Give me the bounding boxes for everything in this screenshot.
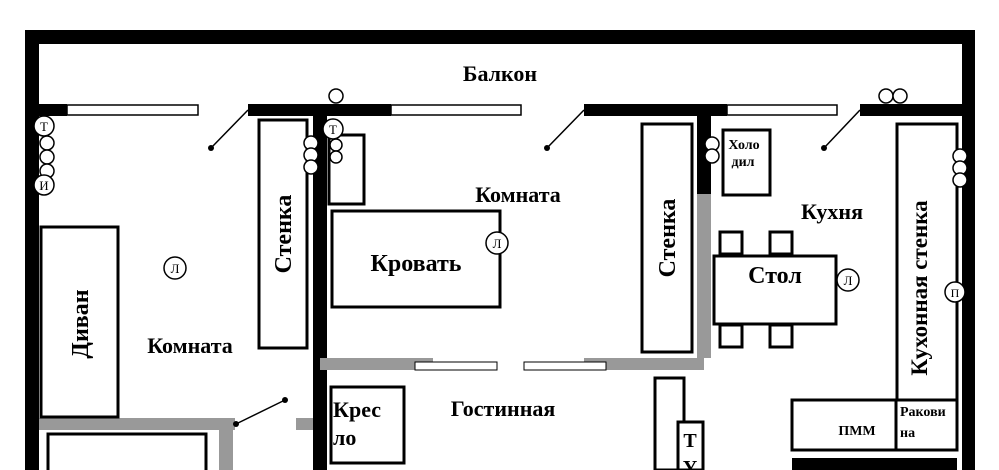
kitchen-unit [895, 122, 959, 402]
sockets [39, 88, 968, 188]
armchair-label-line2: ло [333, 425, 356, 450]
tv [676, 420, 705, 470]
outer-wall-right [962, 30, 975, 470]
armchair [329, 385, 406, 465]
kitchen-unit-label: Кухонная стенка [907, 200, 932, 376]
bed-label: Кровать [371, 251, 462, 277]
lamp-label: Л [493, 236, 502, 251]
door-opening-2 [523, 361, 607, 371]
tv-socket-icon [33, 115, 55, 137]
gray-partitions [39, 358, 704, 470]
tv-label-line2: У [683, 457, 698, 470]
room-label-kitchen: Кухня [801, 199, 863, 224]
tv-label-line1: Т [683, 430, 697, 452]
fridge [721, 128, 772, 197]
lamp-icon [485, 231, 509, 255]
room-label-center: Комната [475, 182, 561, 207]
sofa [39, 225, 120, 419]
internet-socket-icon [33, 174, 55, 196]
sofa-label: Диван [68, 289, 94, 358]
room-label-left: Комната [147, 333, 233, 358]
kitchen-bottom-wall [792, 458, 957, 470]
fridge-label-line2: дил [731, 155, 754, 170]
bed [330, 209, 502, 309]
lamp-label: Л [171, 261, 180, 276]
wall-left-room-divider [313, 116, 327, 470]
lamp-label: Л [844, 273, 853, 288]
internet-socket-label: И [39, 178, 48, 193]
outer-wall-top [25, 30, 975, 44]
room-label-living: Гостинная [451, 396, 556, 421]
p-socket-label: П [951, 286, 960, 300]
tv-socket-icon [322, 118, 344, 140]
lamp-icon [836, 268, 860, 292]
room-label-balcony: Балкон [463, 61, 537, 86]
wall-unit-left [257, 118, 309, 350]
sink-label-line1: Ракови [900, 405, 946, 420]
wall-kitchen-divider-top [697, 116, 711, 194]
table-label: Стол [748, 263, 802, 289]
bottom-left-furniture [46, 432, 208, 470]
fridge-label-line1: Холо [728, 138, 759, 153]
window-1 [66, 104, 199, 116]
outer-wall-left [25, 30, 39, 470]
window-2 [390, 104, 522, 116]
armchair-label-line1: Крес [333, 397, 381, 422]
table [712, 254, 838, 326]
dining-set [712, 230, 838, 349]
window-3 [726, 104, 838, 116]
wall-unit-right [640, 122, 694, 354]
tv-socket-label: Т [40, 119, 48, 134]
wall-unit-left-label: Стенка [271, 195, 297, 274]
lamp-icon [163, 256, 187, 280]
balcony-wall [39, 104, 962, 116]
sink [894, 398, 959, 452]
tv-socket-label: Т [329, 122, 337, 137]
door-swings [210, 109, 861, 425]
dishwasher-label: ПММ [838, 424, 875, 439]
door-opening-1 [414, 361, 498, 371]
wall-kitchen-divider-gray [697, 194, 711, 358]
wall-unit-right-label: Стенка [655, 199, 681, 278]
p-socket-icon [944, 281, 966, 303]
sink-label-line2: на [900, 426, 915, 441]
symbol-circles [33, 115, 966, 303]
door-hinges [208, 145, 827, 427]
